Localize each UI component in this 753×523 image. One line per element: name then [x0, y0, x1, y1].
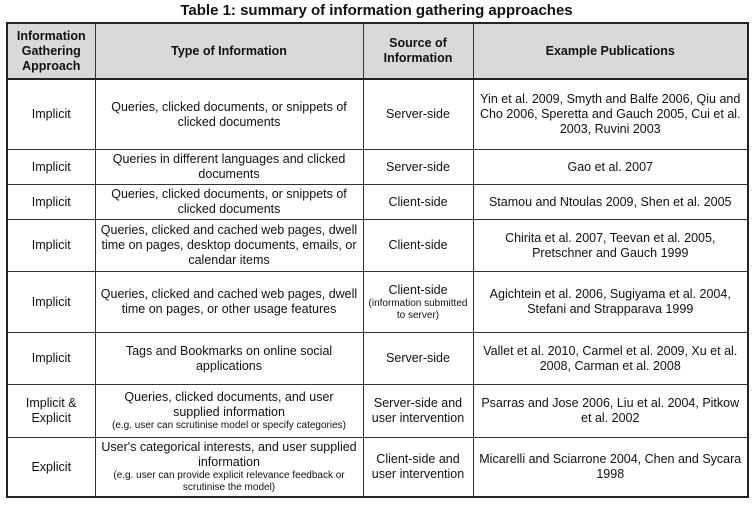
cell-source: Client-side and user intervention — [362, 437, 474, 498]
cell-approach: Implicit — [6, 149, 96, 185]
table-caption: Table 1: summary of information gatherin… — [180, 2, 573, 19]
cell-source: Client-side — [362, 184, 474, 220]
cell-publications: Yin et al. 2009, Smyth and Balfe 2006, Q… — [472, 78, 749, 150]
cell-approach: Implicit — [6, 78, 96, 150]
cell-type: Queries, clicked and cached web pages, d… — [94, 271, 364, 333]
type-note: (e.g. user can scrutinise model or speci… — [112, 420, 346, 431]
table-row: Implicit Queries in different languages … — [6, 149, 749, 185]
cell-approach: Implicit — [6, 184, 96, 220]
cell-approach: Implicit — [6, 271, 96, 333]
header-publications: Example Publications — [472, 22, 749, 80]
cell-publications: Stamou and Ntoulas 2009, Shen et al. 200… — [472, 184, 749, 220]
cell-publications: Gao et al. 2007 — [472, 149, 749, 185]
header-approach: Information Gathering Approach — [6, 22, 96, 80]
table-row: Implicit Queries, clicked and cached web… — [6, 271, 749, 333]
table-row: Implicit Queries, clicked documents, or … — [6, 78, 749, 150]
cell-type: User's categorical interests, and user s… — [94, 437, 364, 498]
table-row: Implicit Queries, clicked and cached web… — [6, 219, 749, 272]
cell-type: Queries, clicked and cached web pages, d… — [94, 219, 364, 272]
header-source: Source of Information — [362, 22, 474, 80]
cell-approach: Implicit — [6, 219, 96, 272]
cell-publications: Agichtein et al. 2006, Sugiyama et al. 2… — [472, 271, 749, 333]
cell-source: Client-side (information submitted to se… — [362, 271, 474, 333]
source-text: Client-side — [388, 282, 448, 297]
header-type: Type of Information — [94, 22, 364, 80]
type-text: Tags and Bookmarks on online social appl… — [125, 343, 333, 373]
type-text: Queries in different languages and click… — [112, 152, 346, 181]
cell-source: Client-side — [362, 219, 474, 272]
table-row: Implicit Queries, clicked documents, or … — [6, 184, 749, 220]
table-row: Implicit & Explicit Queries, clicked doc… — [6, 384, 749, 438]
type-text: Queries, clicked and cached web pages, d… — [100, 223, 358, 267]
table-row: Implicit Tags and Bookmarks on online so… — [6, 332, 749, 385]
cell-publications: Vallet et al. 2010, Carmel et al. 2009, … — [472, 332, 749, 385]
cell-publications: Psarras and Jose 2006, Liu et al. 2004, … — [472, 384, 749, 438]
header-row: Information Gathering Approach Type of I… — [6, 22, 749, 80]
cell-type: Queries, clicked documents, and user sup… — [94, 384, 364, 438]
type-text: Queries, clicked documents, or snippets … — [111, 187, 347, 216]
cell-approach: Explicit — [6, 437, 96, 498]
type-text: Queries, clicked documents, or snippets … — [111, 99, 347, 129]
type-text: User's categorical interests, and user s… — [101, 440, 357, 469]
cell-approach: Implicit & Explicit — [6, 384, 96, 438]
cell-type: Queries in different languages and click… — [94, 149, 364, 185]
summary-table: Information Gathering Approach Type of I… — [6, 22, 749, 498]
cell-approach: Implicit — [6, 332, 96, 385]
cell-source: Server-side — [362, 332, 474, 385]
table-row: Explicit User's categorical interests, a… — [6, 437, 749, 498]
type-text: Queries, clicked documents, and user sup… — [124, 390, 334, 419]
cell-type: Queries, clicked documents, or snippets … — [94, 184, 364, 220]
cell-type: Tags and Bookmarks on online social appl… — [94, 332, 364, 385]
type-text: Queries, clicked and cached web pages, d… — [100, 287, 358, 316]
source-note: (information submitted to server) — [368, 297, 468, 321]
cell-source: Server-side — [362, 78, 474, 150]
cell-publications: Micarelli and Sciarrone 2004, Chen and S… — [472, 437, 749, 498]
type-note: (e.g. user can provide explicit relevanc… — [113, 470, 345, 493]
cell-source: Server-side and user intervention — [362, 384, 474, 438]
cell-type: Queries, clicked documents, or snippets … — [94, 78, 364, 150]
cell-publications: Chirita et al. 2007, Teevan et al. 2005,… — [472, 219, 749, 272]
cell-source: Server-side — [362, 149, 474, 185]
